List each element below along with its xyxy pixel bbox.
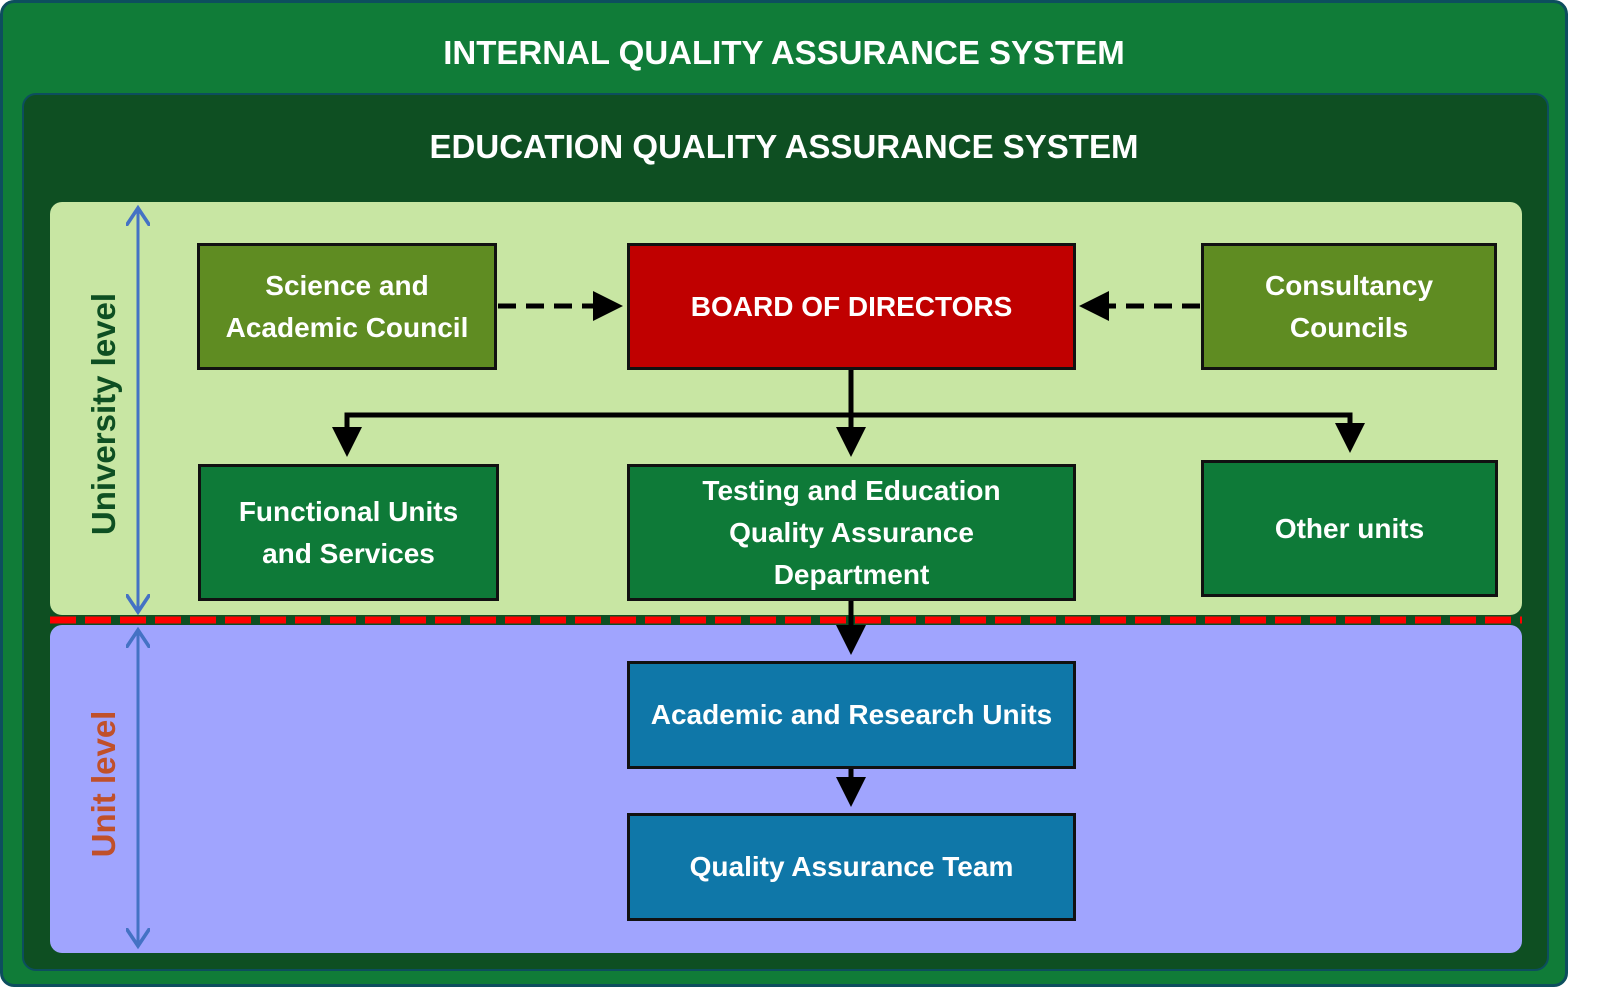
functional-units-box: Functional Units and Services	[198, 464, 499, 601]
academic-research-units-box: Academic and Research Units	[627, 661, 1076, 769]
board-of-directors-box: BOARD OF DIRECTORS	[627, 243, 1076, 370]
science-academic-council-box: Science and Academic Council	[197, 243, 497, 370]
inner-title: EDUCATION QUALITY ASSURANCE SYSTEM	[429, 128, 1139, 165]
outer-title: INTERNAL QUALITY ASSURANCE SYSTEM	[443, 34, 1125, 71]
testing-qa-department-box: Testing and Education Quality Assurance …	[627, 464, 1076, 601]
consultancy-councils-box: Consultancy Councils	[1201, 243, 1497, 370]
quality-assurance-team-box: Quality Assurance Team	[627, 813, 1076, 921]
other-units-box: Other units	[1201, 460, 1498, 597]
